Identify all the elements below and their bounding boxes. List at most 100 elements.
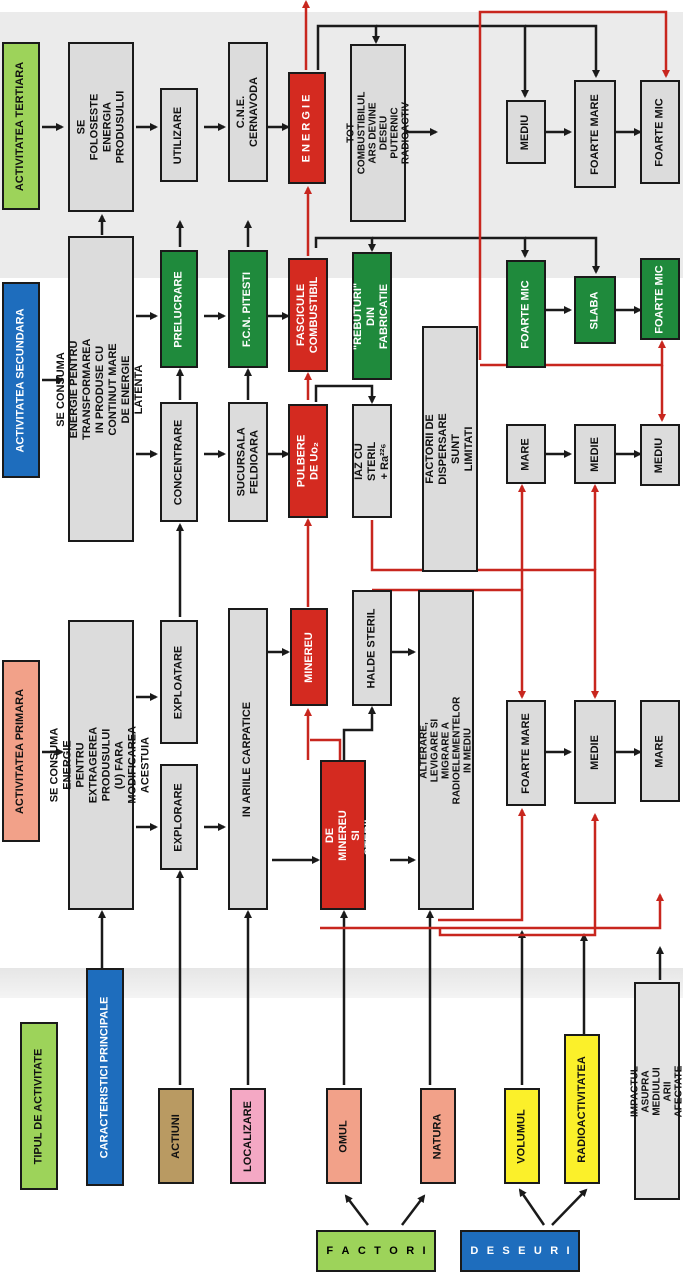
impact-primary: MARE [640,700,680,802]
impact-secondary-2-label: MEDIU [653,437,666,473]
row-header-impact: IMPACTUL ASUPRA MEDIULUI ARII AFECTATE [630,982,683,1200]
column-header-primary-label: ACTIVITATEA PRIMARA [14,688,27,814]
location-fcn: F.C.N. PITESTI [228,250,268,368]
row-header-localization-label: LOCALIZARE [241,1100,254,1172]
action-utilizare-label: UTILIZARE [172,106,185,164]
action-concentrare: CONCENTRARE [160,402,198,522]
row-header-localization: LOCALIZARE [230,1088,266,1184]
impact-secondary-2: MEDIU [640,424,680,486]
volume-secondary-2: MARE [506,424,546,484]
waste-letter: I [566,1244,570,1257]
nature-alterare-label: ALTERARE, LEVIGARE SI MIGRARE A RADIOELE… [418,696,474,804]
characteristics-secondary: SE CONSUMA ENERGIE PENTRU TRANSFORMAREA … [56,236,146,542]
man-pulbere-label: PULBERE DE Uo₂ [295,434,320,488]
man-energie: E N E R G I E [288,72,326,184]
nature-alterare: ALTERARE, LEVIGARE SI MIGRARE A RADIOELE… [418,590,474,910]
row-header-actions-label: ACTIUNI [169,1113,182,1159]
location-sucursala: SUCURSALA FELDIOARA [228,402,268,522]
waste-letter: E [486,1244,495,1257]
waste-letter: S [502,1244,510,1257]
row-header-activity-type: TIPUL DE ACTIVITATE [20,1022,58,1190]
action-exploatare: EXPLOATARE [160,620,198,744]
man-energie-label: E N E R G I E [300,94,313,162]
factors-letter: I [422,1244,426,1257]
factors-letter: T [374,1244,381,1257]
radioactivity-tertiary-label: FOARTE MARE [588,93,601,175]
factors-letter: F [326,1244,334,1257]
characteristics-tertiary-text: SE FOLOSESTE ENERGIA PRODUSULUI [75,90,127,164]
row-header-nature: NATURA [420,1088,456,1184]
location-carpatice-label: IN ARIILE CARPATICE [241,701,254,817]
radioactivity-secondary-2-label: MEDIE [588,436,601,472]
row-header-actions: ACTIUNI [158,1088,194,1184]
man-fascicule: FASCICULE COMBUSTIBIL [288,258,328,372]
row-header-volume: VOLUMUL [504,1088,540,1184]
column-header-tertiary-label: ACTIVITATEA TERTIARA [14,61,27,191]
man-minereu: MINEREU [290,608,328,706]
waste-letter: D [470,1244,479,1257]
column-header-primary: ACTIVITATEA PRIMARA [2,660,40,842]
characteristics-primary-text: SE CONSUMA ENERGIE PENTRU EXTRAGEREA PRO… [49,725,153,804]
location-carpatice: IN ARIILE CARPATICE [228,608,268,910]
nature-halde-steril-label: HALDE STERIL [365,607,378,689]
location-fcn-label: F.C.N. PITESTI [241,271,254,347]
man-halda-label: HALDA DE MINEREU SI STERIL [310,809,375,861]
waste-letter: R [550,1244,559,1257]
radioactivity-primary-label: MEDIE [588,734,601,770]
row-header-characteristics: CARACTERISTICI PRINCIPALE [86,968,124,1186]
man-halda: HALDA DE MINEREU SI STERIL [311,760,375,910]
radioactivity-tertiary: FOARTE MARE [574,80,616,188]
row-header-activity-type-label: TIPUL DE ACTIVITATE [32,1048,45,1164]
column-header-secondary: ACTIVITATEA SECUNDARA [2,282,40,478]
row-header-nature-label: NATURA [431,1113,444,1159]
radioactivity-secondary-2: MEDIE [574,424,616,484]
action-utilizare: UTILIZARE [160,88,198,182]
row-header-man-label: OMUL [337,1119,350,1153]
volume-tertiary-label: MEDIU [519,114,532,150]
volume-tertiary: MEDIU [506,100,546,164]
impact-primary-label: MARE [653,734,666,768]
nature-rebuturi-label: "REBUTURI" DIN FABRICATIE [352,282,391,350]
nature-factorii-label: FACTORII DE DISPERSARE SUNT LIMITATI [424,413,476,485]
column-header-secondary-label: ACTIVITATEA SECUNDARA [14,307,27,453]
action-concentrare-label: CONCENTRARE [172,419,185,505]
nature-rebuturi: "REBUTURI" DIN FABRICATIE [352,252,392,380]
location-cne-label: C.N.E. CERNAVODA [235,76,261,148]
impact-tertiary-label: FOARTE MIC [653,97,666,167]
nature-tot-combustibil-label: TOT COMBUSTIBILUL ARS DEVINE DESEU PUTER… [345,91,411,175]
factors-box: F A C T O R I [316,1230,436,1272]
impact-secondary-1-label: FOARTE MIC [653,264,666,334]
nature-iaz: IAZ CU STERIL + Ra²²⁶ [352,404,392,518]
impact-tertiary: FOARTE MIC [640,80,680,184]
row-header-characteristics-label: CARACTERISTICI PRINCIPALE [98,996,111,1158]
row-header-impact-label: IMPACTUL ASUPRA MEDIULUI ARII AFECTATE [629,1065,683,1117]
radioactivity-secondary-1-label: SLABA [588,291,601,329]
factors-letter: R [406,1244,415,1257]
nature-iaz-label: IAZ CU STERIL + Ra²²⁶ [352,441,391,481]
radioactivity-primary: MEDIE [574,700,616,804]
waste-letter: E [518,1244,526,1257]
impact-secondary-1: FOARTE MIC [640,258,680,340]
volume-secondary-1: FOARTE MIC [506,260,546,368]
factors-letter: A [341,1244,350,1257]
location-sucursala-label: SUCURSALA FELDIOARA [235,427,260,497]
man-fascicule-label: FASCICULE COMBUSTIBIL [295,276,320,354]
nature-factorii: FACTORII DE DISPERSARE SUNT LIMITATI [422,326,478,572]
characteristics-secondary-text: SE CONSUMA ENERGIE PENTRU TRANSFORMAREA … [55,338,146,440]
nature-halde-steril: HALDE STERIL [352,590,392,706]
action-prelucrare: PRELUCRARE [160,250,198,368]
factors-letter: C [357,1244,366,1257]
factors-letter: O [389,1244,398,1257]
row-header-man: OMUL [326,1088,362,1184]
location-cne: C.N.E. CERNAVODA [228,42,268,182]
volume-primary-label: FOARTE MARE [519,712,532,794]
waste-box: D E S E U R I [460,1230,580,1272]
waste-letter: U [533,1244,542,1257]
volume-primary: FOARTE MARE [506,700,546,806]
radioactivity-secondary-1: SLABA [574,276,616,344]
action-explorare: EXPLORARE [160,764,198,870]
action-prelucrare-label: PRELUCRARE [172,270,185,348]
column-header-tertiary: ACTIVITATEA TERTIARA [2,42,40,210]
volume-secondary-2-label: MARE [519,437,532,471]
row-header-volume-label: VOLUMUL [515,1108,528,1164]
